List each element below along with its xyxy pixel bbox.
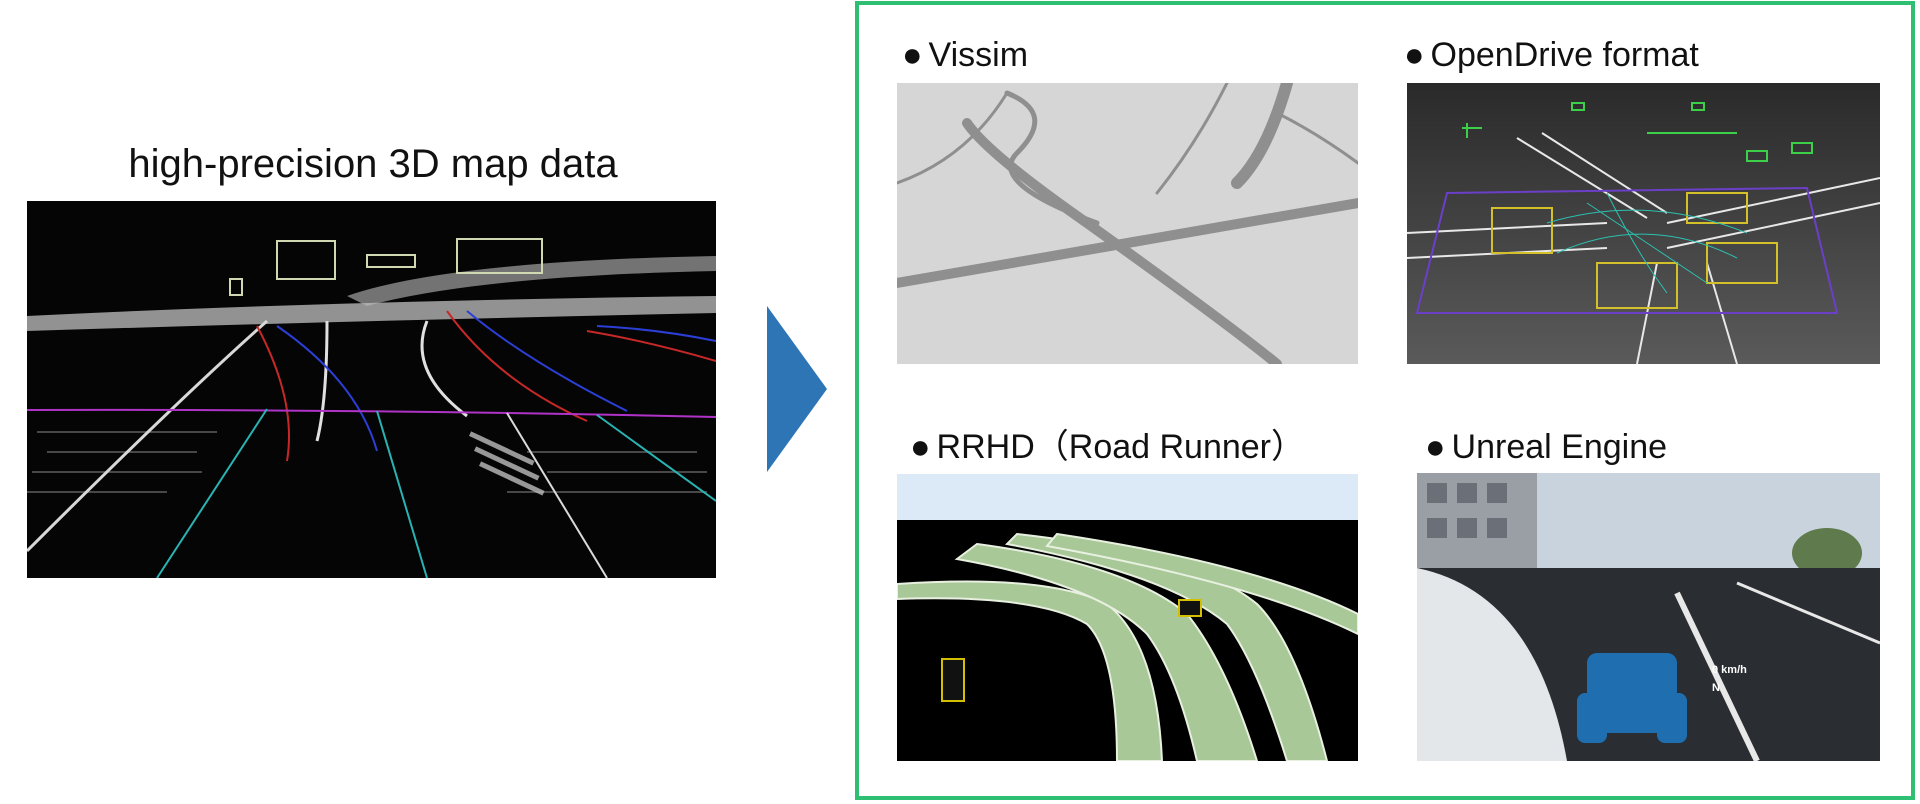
- arrow-right-icon: [767, 306, 827, 472]
- unreal-label: ●Unreal Engine: [1425, 428, 1668, 466]
- targets-panel: [855, 1, 1915, 800]
- hud-gear: N: [1712, 682, 1720, 694]
- opendrive-label: ●OpenDrive format: [1404, 36, 1699, 74]
- hud-speed: 0 km/h: [1712, 664, 1747, 676]
- bullet-icon: ●: [910, 428, 931, 466]
- rrhd-image: [897, 474, 1358, 761]
- bullet-icon: ●: [902, 36, 923, 74]
- unreal-image: 0 km/h N: [1417, 473, 1880, 761]
- bullet-icon: ●: [1404, 36, 1425, 74]
- bullet-icon: ●: [1425, 428, 1446, 466]
- opendrive-image: [1407, 83, 1880, 364]
- source-title: high-precision 3D map data: [128, 142, 618, 186]
- vissim-label: ●Vissim: [902, 36, 1029, 74]
- vissim-image: [897, 83, 1358, 364]
- point-cloud-image: [27, 201, 716, 578]
- rrhd-label: ●RRHD（Road Runner）: [910, 428, 1306, 466]
